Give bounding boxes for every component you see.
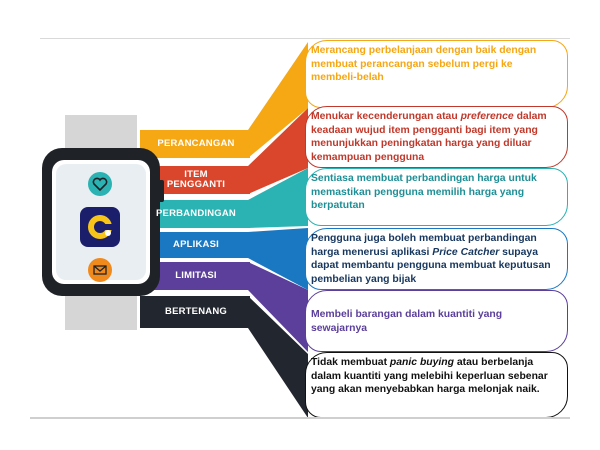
info-box-bertenang: Tidak membuat panic buying atau berbelan…	[305, 352, 568, 418]
info-text-emphasis: panic buying	[389, 357, 455, 368]
heart-icon	[88, 172, 112, 196]
connector-6	[248, 296, 308, 418]
info-text-emphasis: Price Catcher	[432, 246, 500, 258]
info-text-pre: Tidak membuat	[311, 357, 390, 368]
info-text: Sentiasa membuat perbandingan harga untu…	[311, 173, 537, 212]
tab-label-bertenang: BERTENANG	[165, 306, 227, 317]
connector-3	[248, 168, 308, 228]
tab-label-aplikasi: APLIKASI	[173, 239, 219, 250]
info-box-item-pengganti: Menukar kecenderungan atau preference da…	[305, 106, 568, 168]
info-box-aplikasi: Pengguna juga boleh membuat perbandingan…	[305, 228, 568, 290]
bottom-divider	[30, 417, 570, 419]
tab-bar-1	[140, 130, 250, 158]
info-box-perancangan: Merancang perbelanjaan dengan baik denga…	[305, 40, 568, 108]
info-text-pre: Menukar kecenderungan atau	[311, 111, 461, 122]
info-text-post: atau berbelanja dalam kuantiti yang mele…	[311, 357, 548, 396]
info-box-limitasi: Membeli barangan dalam kuantiti yang sew…	[305, 290, 568, 352]
info-box-perbandingan: Sentiasa membuat perbandingan harga untu…	[305, 168, 568, 226]
connector-5	[248, 262, 308, 352]
info-text-pre: Pengguna juga boleh membuat perbandingan…	[311, 233, 537, 258]
connector-1	[248, 42, 308, 158]
tab-label-perbandingan: PERBANDINGAN	[156, 208, 236, 219]
price-catcher-logo	[80, 207, 120, 247]
top-divider	[40, 38, 570, 39]
info-text: Merancang perbelanjaan dengan baik denga…	[311, 45, 537, 84]
info-text-emphasis: preference	[460, 111, 514, 122]
connector-2	[248, 108, 308, 194]
tab-label-limitasi: LIMITASI	[175, 270, 217, 281]
watch-strap-bottom	[65, 290, 137, 330]
info-text-post: dalam keadaan wujud item pengganti bagi …	[311, 111, 547, 163]
tab-label-item-pengganti: ITEM PENGGANTI	[166, 169, 226, 190]
info-text-post: supaya dapat membantu pengguna membuat k…	[311, 246, 551, 285]
connector-4	[248, 228, 308, 290]
mail-icon	[88, 258, 112, 282]
watch-side-button	[158, 180, 164, 202]
tab-label-perancangan: PERANCANGAN	[157, 138, 235, 149]
tab-bar-6	[140, 296, 250, 328]
info-text: Membeli barangan dalam kuantiti yang sew…	[311, 309, 503, 334]
